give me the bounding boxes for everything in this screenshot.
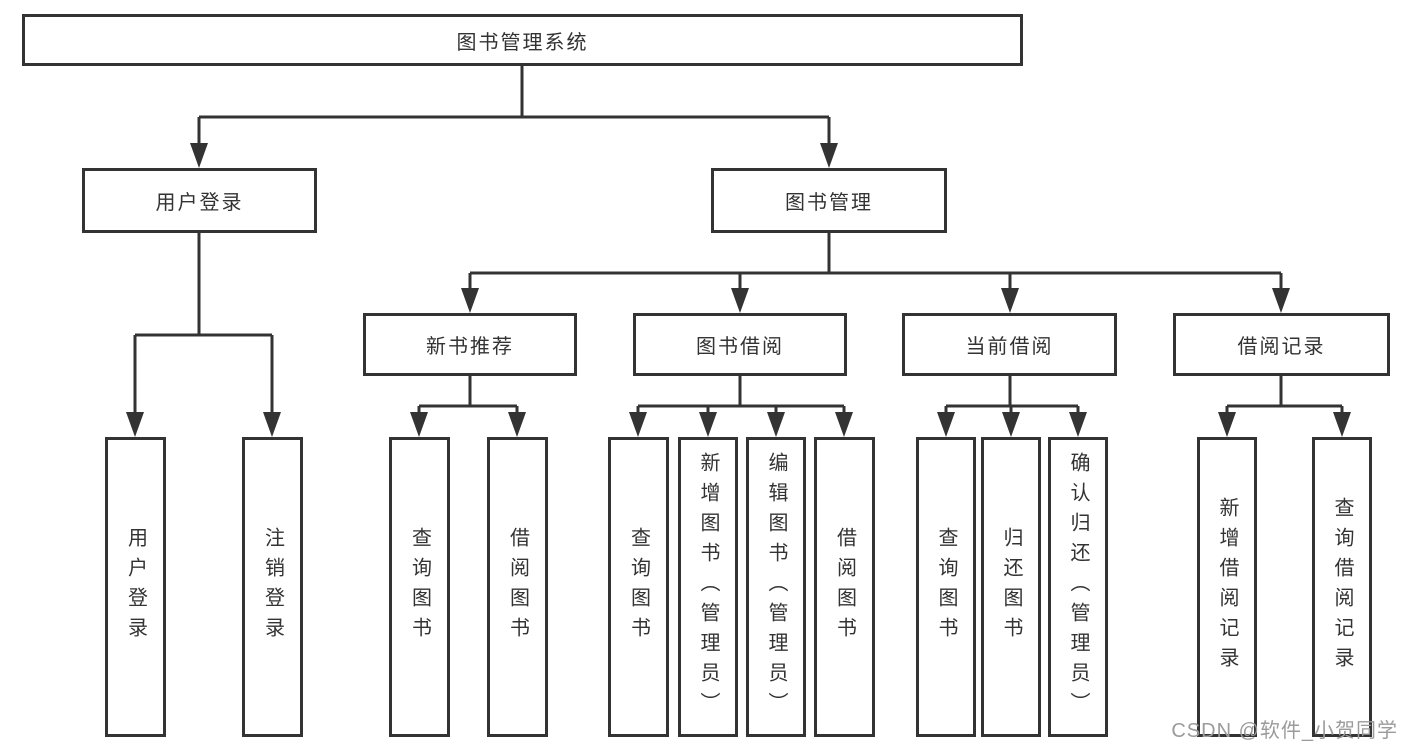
node-label: 用户登录 (155, 192, 244, 214)
connector-user-login-to-leaves (126, 233, 281, 437)
leaf-edit-book-admin: 编辑图书（管理员） (746, 437, 806, 737)
node-label: 查询图书 (408, 527, 431, 647)
node-label: 确认归还（管理员） (1067, 452, 1089, 722)
node-root: 图书管理系统 (22, 14, 1023, 66)
node-label: 查询图书 (627, 527, 650, 647)
node-label: 新增图书（管理员） (697, 452, 719, 722)
node-borrow-records: 借阅记录 (1173, 313, 1390, 376)
leaf-borrow-books: 借阅图书 (814, 437, 875, 737)
connector-root-to-level2 (190, 66, 838, 168)
node-current-borrow: 当前借阅 (902, 313, 1117, 376)
leaf-add-book-admin: 新增图书（管理员） (678, 437, 738, 737)
node-label: 图书管理 (785, 192, 873, 214)
node-label: 借阅记录 (1237, 336, 1326, 358)
leaf-query-books-current: 查询图书 (916, 437, 976, 737)
node-label: 注销登录 (261, 527, 284, 647)
node-label: 编辑图书（管理员） (765, 452, 787, 722)
node-label: 借阅图书 (506, 527, 529, 647)
node-label: 查询借阅记录 (1331, 497, 1353, 677)
node-user-login: 用户登录 (82, 168, 317, 233)
node-label: 图书管理系统 (456, 31, 589, 54)
leaf-query-books-recommend: 查询图书 (389, 437, 450, 737)
leaf-add-borrow-record: 新增借阅记录 (1197, 437, 1257, 737)
csdn-watermark: CSDN @软件_小贺同学 (1171, 720, 1398, 742)
node-new-book-recommend: 新书推荐 (363, 313, 577, 376)
node-label: 归还图书 (1000, 527, 1022, 647)
leaf-borrow-books-recommend: 借阅图书 (487, 437, 548, 737)
node-label: 用户登录 (124, 527, 147, 647)
connector-new-book-recommend-to-leaves (410, 376, 526, 437)
leaf-query-borrow-record: 查询借阅记录 (1312, 437, 1372, 737)
node-label: 查询图书 (935, 527, 957, 647)
node-label: 当前借阅 (965, 336, 1054, 358)
leaf-user-login: 用户登录 (105, 437, 166, 737)
connector-book-borrow-to-leaves (629, 376, 853, 437)
connector-borrow-records-to-leaves (1218, 376, 1351, 437)
node-label: 新书推荐 (426, 336, 514, 358)
node-book-borrow: 图书借阅 (633, 313, 847, 376)
connector-current-borrow-to-leaves (937, 376, 1087, 437)
leaf-confirm-return-admin: 确认归还（管理员） (1048, 437, 1108, 737)
node-label: 图书借阅 (696, 336, 784, 358)
connector-book-management-to-level3 (461, 233, 1290, 313)
leaf-query-books-borrow: 查询图书 (608, 437, 669, 737)
node-book-management: 图书管理 (711, 168, 947, 233)
leaf-logout: 注销登录 (242, 437, 303, 737)
leaf-return-book: 归还图书 (981, 437, 1041, 737)
node-label: 借阅图书 (833, 527, 856, 647)
node-label: 新增借阅记录 (1216, 497, 1238, 677)
